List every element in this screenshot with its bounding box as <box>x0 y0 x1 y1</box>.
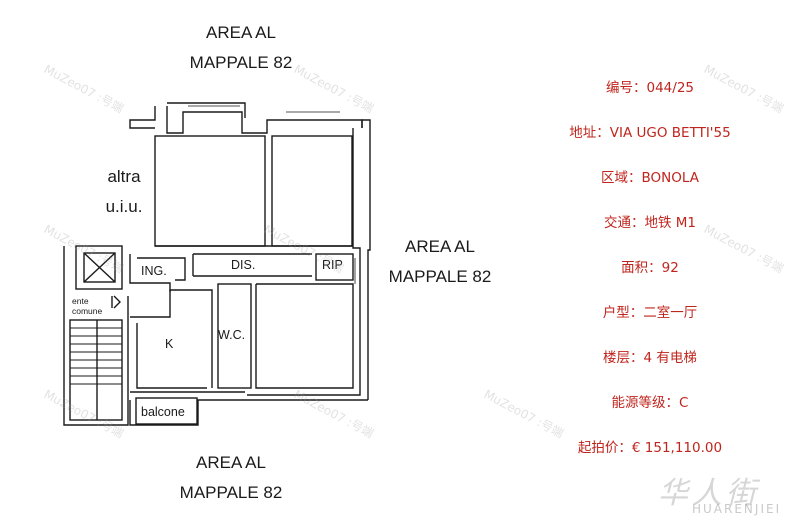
living-wall <box>255 283 354 389</box>
outer-wall <box>129 106 156 129</box>
info-transport-key: 交通： <box>603 215 645 231</box>
floor-plan-drawing <box>63 102 371 426</box>
right-area-line-2: MAPPALE 82 <box>388 267 492 286</box>
info-area-value: 92 <box>661 260 679 276</box>
info-floor-key: 楼层： <box>603 350 644 366</box>
entry-wall <box>137 257 186 281</box>
info-floor-value: 4 有电梯 <box>643 350 697 366</box>
info-price-key: 起拍价： <box>577 440 632 456</box>
info-district-value: BONOLA <box>641 170 699 186</box>
stair-wall <box>63 246 129 426</box>
entrance-line-2: comune <box>72 306 103 316</box>
info-layout: 户型：二室一厅 <box>500 301 800 321</box>
info-layout-key: 户型： <box>602 305 644 321</box>
kitchen-wall <box>136 323 207 389</box>
site-logo: 华人街 HUARENJIEI <box>652 470 792 520</box>
outer-wall <box>167 102 246 118</box>
bottom-area-label: AREA AL MAPPALE 82 <box>175 448 287 508</box>
right-area-label: AREA AL MAPPALE 82 <box>384 232 496 292</box>
bottom-area-line-2: MAPPALE 82 <box>179 483 283 502</box>
info-price: 起拍价：€ 151,110.00 <box>500 436 800 456</box>
info-transport: 交通：地铁 M1 <box>500 211 800 231</box>
info-price-value: € 151,110.00 <box>631 440 723 456</box>
entrance-line-1: ente <box>72 296 89 306</box>
bottom-area-line-1: AREA AL <box>196 453 266 472</box>
info-energy: 能源等级：C <box>500 391 800 411</box>
info-address-value: VIA UGO BETTI'55 <box>609 125 731 141</box>
top-area-label: AREA AL MAPPALE 82 <box>186 18 296 78</box>
info-area-key: 面积： <box>621 260 662 276</box>
info-energy-key: 能源等级： <box>611 395 680 411</box>
info-area: 面积：92 <box>500 256 800 276</box>
kitchen-wall <box>130 289 213 388</box>
room-kitchen: K <box>165 337 174 351</box>
outer-wall <box>361 119 371 400</box>
info-code-value: 044/25 <box>646 80 695 96</box>
top-area-line-1: AREA AL <box>206 23 276 42</box>
right-area-line-1: AREA AL <box>405 237 475 256</box>
bedroom-2-wall <box>271 135 353 247</box>
info-floor: 楼层：4 有电梯 <box>500 346 800 366</box>
room-dis: DIS. <box>231 258 256 272</box>
entry-arrow <box>113 295 121 309</box>
info-energy-value: C <box>679 395 689 411</box>
info-transport-value: 地铁 M1 <box>644 215 697 231</box>
entry-wall <box>129 254 171 292</box>
outer-wall <box>247 128 361 396</box>
room-wc: W.C. <box>218 328 246 342</box>
info-address-key: 地址： <box>569 125 610 141</box>
logo-text-zh: 华人街 <box>658 476 760 511</box>
storage-wall <box>315 253 354 281</box>
room-rip: RIP <box>322 258 343 272</box>
stairwell <box>69 319 123 421</box>
wc-wall <box>217 283 252 389</box>
info-code: 编号：044/25 <box>500 76 800 96</box>
info-address: 地址：VIA UGO BETTI'55 <box>500 121 800 141</box>
logo-text-en: HUARENJIEI <box>692 502 782 516</box>
balcony-wall <box>135 397 198 425</box>
left-unit-label: altra u.i.u. <box>96 162 152 222</box>
left-unit-line-2: u.i.u. <box>105 197 143 216</box>
room-balcony: balcone <box>141 405 185 419</box>
left-unit-line-1: altra <box>107 167 141 186</box>
info-district-key: 区域： <box>601 170 642 186</box>
elevator-shaft <box>75 245 123 290</box>
top-area-line-2: MAPPALE 82 <box>189 53 293 72</box>
elevator-car <box>83 252 116 283</box>
outer-wall <box>129 399 368 426</box>
info-layout-value: 二室一厅 <box>643 305 698 321</box>
room-ing: ING. <box>141 264 167 278</box>
info-code-key: 编号： <box>606 80 647 96</box>
property-info: 编号：044/25 地址：VIA UGO BETTI'55 区域：BONOLA … <box>500 0 800 527</box>
outer-wall <box>166 106 363 134</box>
entrance-label: ente comune <box>72 296 102 316</box>
info-district: 区域：BONOLA <box>500 166 800 186</box>
floor-plan: AREA AL MAPPALE 82 AREA AL MAPPALE 82 AR… <box>63 18 496 508</box>
bedroom-1-wall <box>154 135 266 247</box>
